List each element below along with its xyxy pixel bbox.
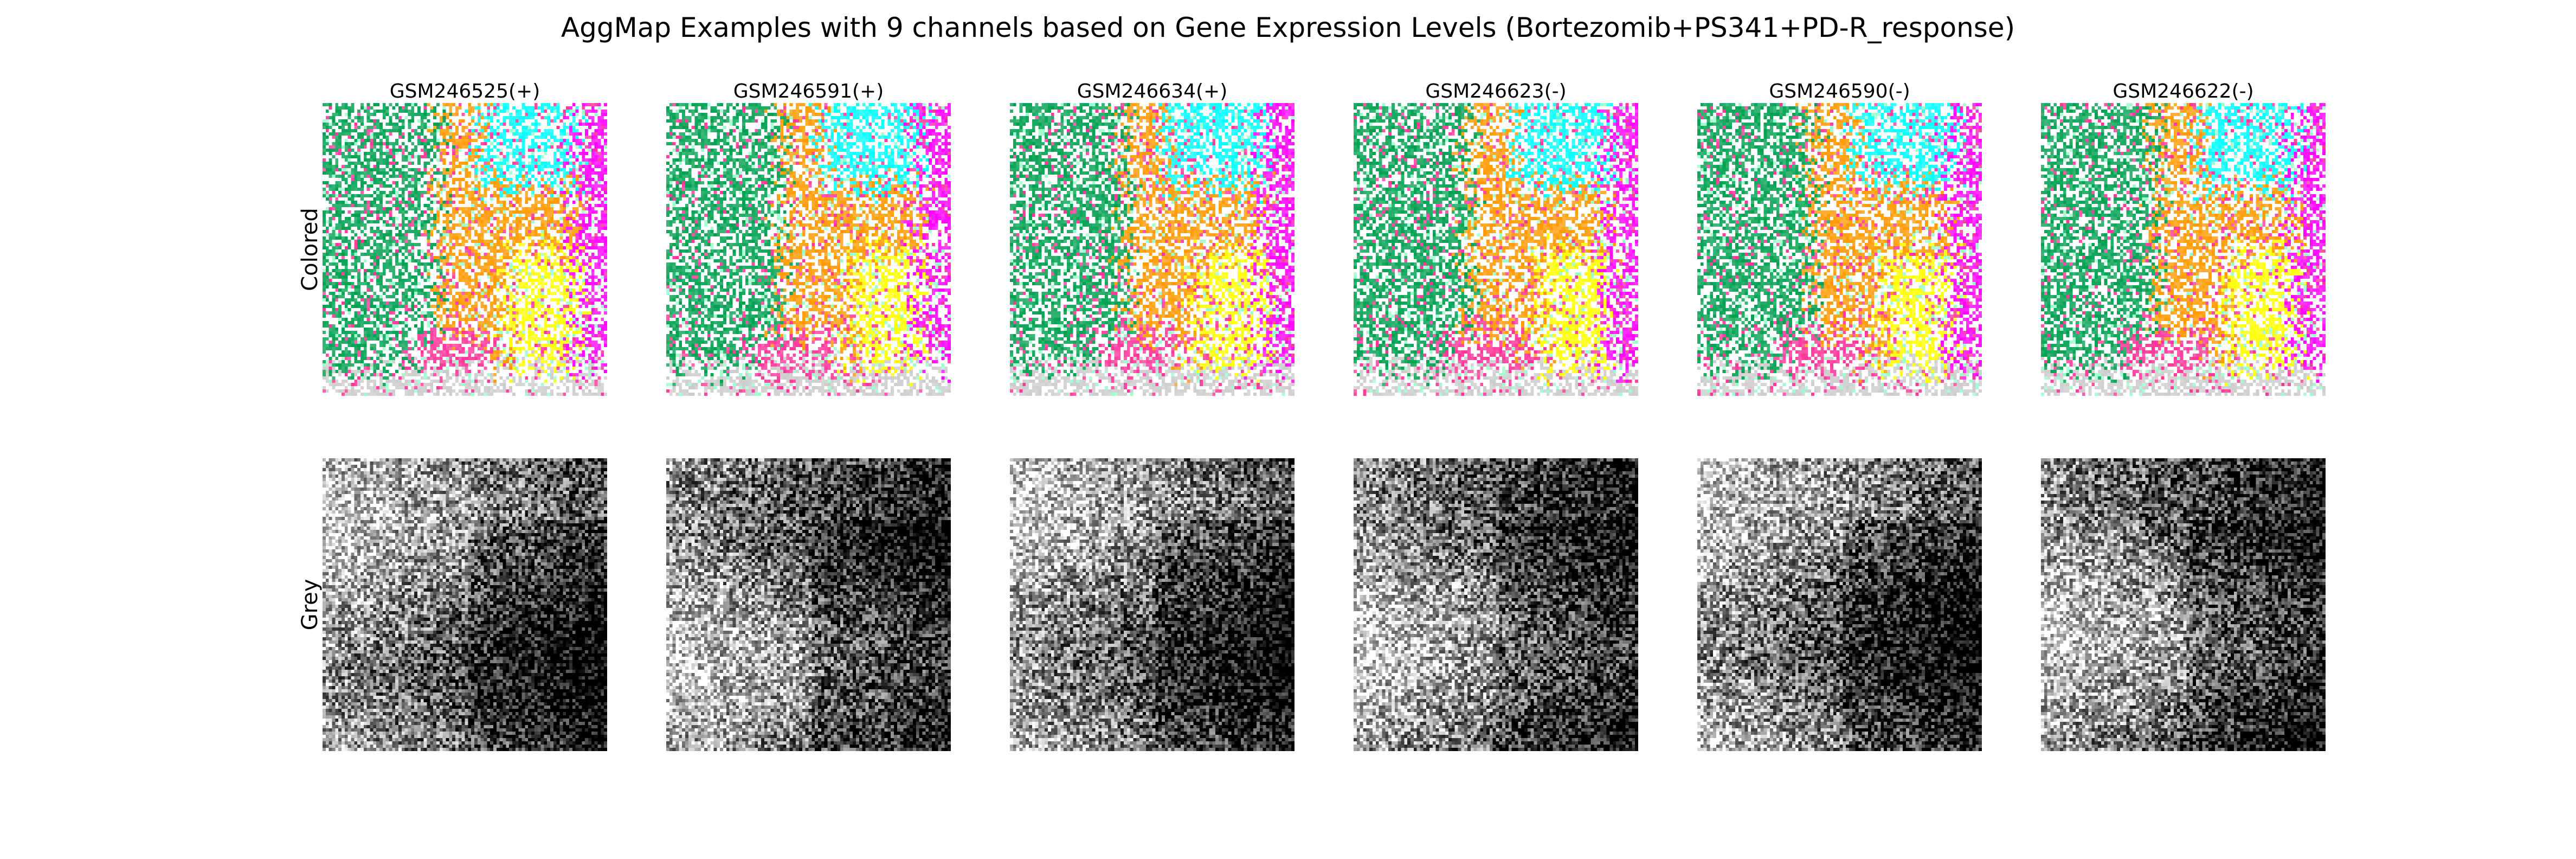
- row-label-colored: Colored: [298, 208, 323, 291]
- colored-map-image: [1010, 103, 1295, 396]
- grey-panel-3: [1010, 0, 1295, 859]
- grey-panel-1: [323, 0, 607, 859]
- colored-map-image: [666, 103, 951, 396]
- grey-panel-6: [2041, 0, 2326, 859]
- grey-map-image: [2041, 458, 2326, 751]
- grey-map-image: [1697, 458, 1982, 751]
- colored-panel-3: GSM246634(+): [1010, 0, 1295, 859]
- sample-title: GSM246590(-): [1769, 80, 1910, 102]
- grey-map-image: [666, 458, 951, 751]
- grey-map-image: [1010, 458, 1295, 751]
- sample-title: GSM246622(-): [2113, 80, 2254, 102]
- colored-panel-2: GSM246591(+): [666, 0, 951, 859]
- colored-map-image: [1354, 103, 1638, 396]
- colored-panel-4: GSM246623(-): [1354, 0, 1638, 859]
- colored-map-image: [1697, 103, 1982, 396]
- sample-title: GSM246634(+): [1077, 80, 1228, 102]
- sample-title: GSM246525(+): [389, 80, 540, 102]
- grey-panel-2: [666, 0, 951, 859]
- grey-panel-5: [1697, 0, 1982, 859]
- row-label-grey: Grey: [298, 579, 323, 631]
- colored-panel-6: GSM246622(-): [2041, 0, 2326, 859]
- grey-map-image: [323, 458, 607, 751]
- sample-title: GSM246623(-): [1425, 80, 1567, 102]
- colored-map-image: [2041, 103, 2326, 396]
- colored-map-image: [323, 103, 607, 396]
- grey-panel-4: [1354, 0, 1638, 859]
- colored-panel-5: GSM246590(-): [1697, 0, 1982, 859]
- figure-title: AggMap Examples with 9 channels based on…: [561, 12, 2015, 43]
- sample-title: GSM246591(+): [733, 80, 884, 102]
- grey-map-image: [1354, 458, 1638, 751]
- colored-panel-1: GSM246525(+): [323, 0, 607, 859]
